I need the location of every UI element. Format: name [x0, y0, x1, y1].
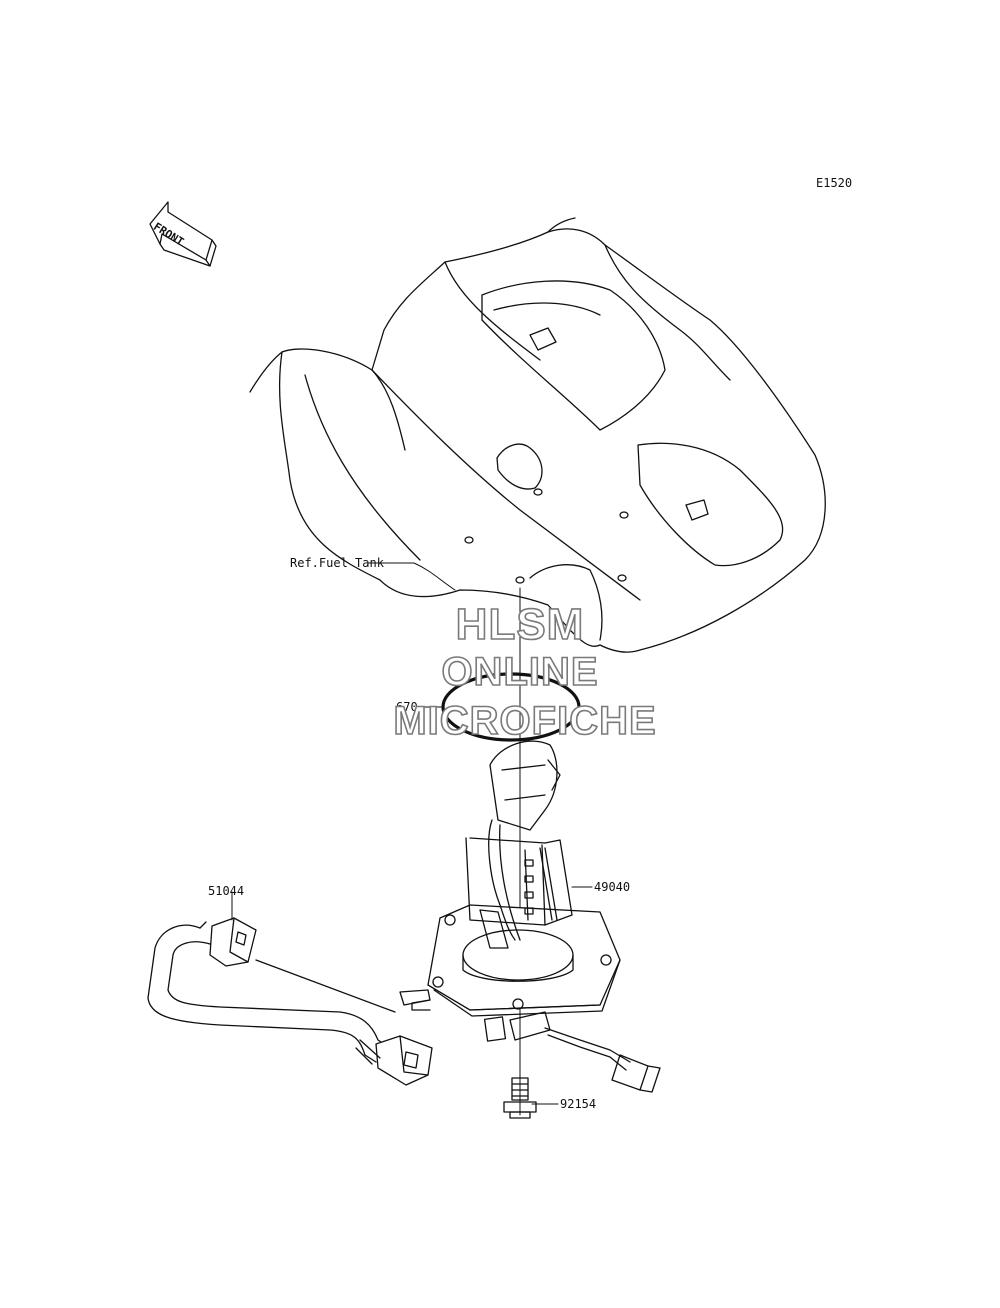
diagram-code: E1520 — [816, 176, 853, 190]
bolt-92154 — [503, 1077, 537, 1119]
fuel-tank-outline — [249, 217, 826, 653]
watermark-line-1: HLSM — [455, 600, 585, 649]
watermark-line-2: ONLINE — [441, 650, 599, 694]
label-92154: 92154 — [560, 1097, 597, 1111]
label-49040: 49040 — [594, 880, 631, 894]
fuel-hose-51044 — [147, 917, 433, 1086]
label-51044: 51044 — [208, 884, 245, 898]
label-ref-fuel-tank: Ref.Fuel Tank — [290, 556, 384, 570]
label-670: 670 — [396, 700, 418, 714]
watermark-line-3: MICROFICHE — [393, 699, 657, 743]
fuel-pump-assembly — [411, 740, 661, 1093]
o-ring-670 — [441, 672, 581, 742]
leader-lines — [231, 562, 593, 1105]
front-arrow-icon — [149, 201, 217, 267]
